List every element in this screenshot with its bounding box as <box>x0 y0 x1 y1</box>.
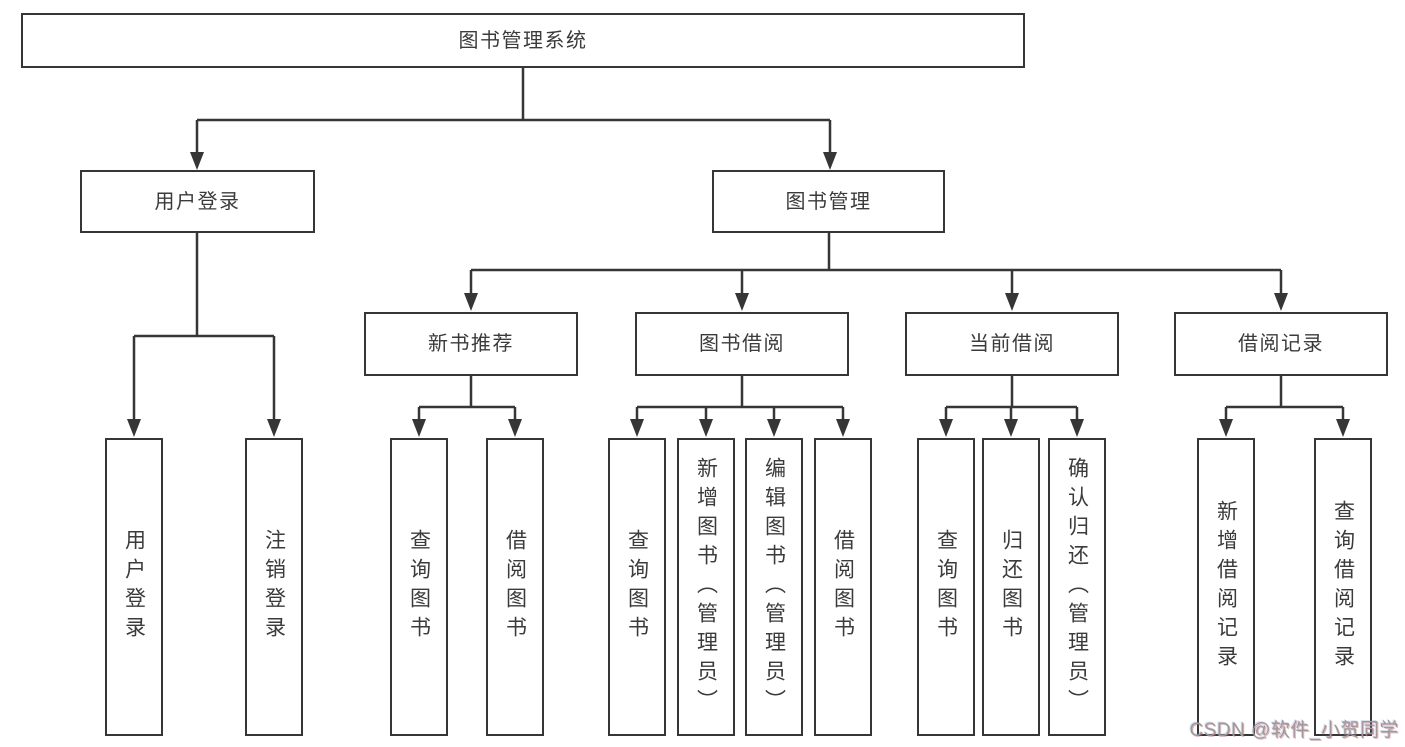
leaf-query-books-current-label: 查询图书 <box>934 529 958 645</box>
leaf-user-login: 用户登录 <box>105 438 163 736</box>
node-book-management-branch: 图书管理 <box>712 170 945 233</box>
node-borrowing-records: 借阅记录 <box>1174 312 1388 376</box>
node-borrowing-records-label: 借阅记录 <box>1238 333 1324 355</box>
leaf-query-borrow-record-label: 查询借阅记录 <box>1331 500 1355 674</box>
leaf-query-books-borrowing: 查询图书 <box>608 438 666 736</box>
leaf-edit-book-admin: 编辑图书（管理员） <box>745 438 803 736</box>
leaf-user-login-label: 用户登录 <box>122 529 146 645</box>
node-book-management-branch-label: 图书管理 <box>785 190 872 213</box>
node-current-borrowing: 当前借阅 <box>905 312 1119 376</box>
leaf-query-books-recommend: 查询图书 <box>390 438 448 736</box>
csdn-watermark: CSDN @软件_小贺同学 <box>1189 720 1399 741</box>
node-root-label: 图书管理系统 <box>458 29 588 52</box>
leaf-add-borrow-record: 新增借阅记录 <box>1197 438 1255 736</box>
node-user-login-branch: 用户登录 <box>80 170 315 233</box>
leaf-add-borrow-record-label: 新增借阅记录 <box>1214 500 1238 674</box>
node-root-library-system: 图书管理系统 <box>21 13 1025 68</box>
leaf-logout: 注销登录 <box>245 438 303 736</box>
leaf-add-book-admin: 新增图书（管理员） <box>677 438 735 736</box>
leaf-add-book-admin-label: 新增图书（管理员） <box>694 456 718 718</box>
leaf-borrow-books-recommend: 借阅图书 <box>486 438 544 736</box>
leaf-query-books-recommend-label: 查询图书 <box>407 529 431 645</box>
leaf-borrow-books-borrowing-label: 借阅图书 <box>831 529 855 645</box>
leaf-query-books-borrowing-label: 查询图书 <box>625 529 649 645</box>
node-book-borrowing-label: 图书借阅 <box>699 333 785 355</box>
leaf-return-book-label: 归还图书 <box>999 529 1023 645</box>
leaf-borrow-books-recommend-label: 借阅图书 <box>503 529 527 645</box>
node-user-login-branch-label: 用户登录 <box>154 190 241 213</box>
node-book-borrowing: 图书借阅 <box>635 312 849 376</box>
leaf-query-books-current: 查询图书 <box>917 438 975 736</box>
node-new-book-recommend: 新书推荐 <box>364 312 578 376</box>
leaf-query-borrow-record: 查询借阅记录 <box>1314 438 1372 736</box>
leaf-edit-book-admin-label: 编辑图书（管理员） <box>762 456 786 718</box>
leaf-confirm-return-admin: 确认归还（管理员） <box>1048 438 1106 736</box>
node-new-book-recommend-label: 新书推荐 <box>428 333 514 355</box>
leaf-confirm-return-admin-label: 确认归还（管理员） <box>1065 456 1089 718</box>
leaf-borrow-books-borrowing: 借阅图书 <box>814 438 872 736</box>
leaf-logout-label: 注销登录 <box>262 529 286 645</box>
node-current-borrowing-label: 当前借阅 <box>969 333 1055 355</box>
leaf-return-book: 归还图书 <box>982 438 1040 736</box>
